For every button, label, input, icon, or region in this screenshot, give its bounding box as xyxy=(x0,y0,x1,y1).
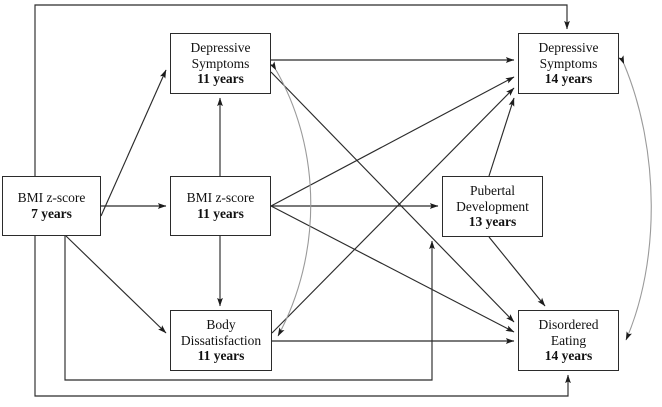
node-pubertal-development-13-years[interactable]: Pubertal Development 13 years xyxy=(442,176,543,237)
node-depressive-symptoms-14-years[interactable]: Depressive Symptoms 14 years xyxy=(518,33,619,94)
node-label-age: 7 years xyxy=(31,206,72,221)
node-label-age: 13 years xyxy=(468,214,517,230)
edge-bmi7-to-body11 xyxy=(65,235,167,334)
edge-bmi11-to-dep14 xyxy=(270,76,515,207)
node-label-age: 11 years xyxy=(197,71,244,87)
node-label-line1: Body xyxy=(206,316,236,332)
node-label-age: 11 years xyxy=(197,206,244,221)
node-label-line2: Symptoms xyxy=(191,55,250,71)
edge-bmi7-to-dep14 xyxy=(34,4,570,176)
node-label-line1: BMI z-score xyxy=(186,190,255,206)
edge-pub13-to-dep14 xyxy=(488,97,515,177)
node-label-line1: Depressive xyxy=(538,39,599,55)
node-disordered-eating-14-years[interactable]: Disordered Eating 14 years xyxy=(518,310,619,371)
edge-bmi7-to-eat14 xyxy=(34,236,571,397)
edge-dep14-eat14-correlation xyxy=(618,55,652,341)
node-label-age: 14 years xyxy=(544,71,593,87)
node-label-line2: Development xyxy=(456,198,529,214)
edge-dep11-body11-correlation xyxy=(269,61,312,337)
node-bmi-z-score-11-years[interactable]: BMI z-score 11 years xyxy=(170,176,271,236)
edge-body11-to-pub13 xyxy=(64,236,435,381)
node-label-line2: Dissatisfaction xyxy=(180,332,262,348)
edge-dep11-to-eat14 xyxy=(270,71,515,323)
node-label-age: 14 years xyxy=(544,348,593,364)
node-bmi-z-score-7-years[interactable]: BMI z-score 7 years xyxy=(2,176,101,236)
node-depressive-symptoms-11-years[interactable]: Depressive Symptoms 11 years xyxy=(170,33,271,94)
node-label-line2: Eating xyxy=(550,332,587,348)
node-label-line1: Disordered xyxy=(538,316,599,332)
edge-bmi11-to-eat14 xyxy=(270,205,515,333)
edge-pub13-to-eat14 xyxy=(488,236,546,307)
node-label-line1: Depressive xyxy=(190,39,251,55)
node-label-line1: BMI z-score xyxy=(17,190,86,206)
node-label-line2: Symptoms xyxy=(539,55,598,71)
edge-bmi7-to-dep11 xyxy=(100,69,167,217)
node-body-dissatisfaction-11-years[interactable]: Body Dissatisfaction 11 years xyxy=(170,310,272,371)
node-label-age: 11 years xyxy=(197,348,245,364)
node-label-line1: Pubertal xyxy=(470,182,515,198)
edge-body11-to-dep14 xyxy=(271,87,515,334)
